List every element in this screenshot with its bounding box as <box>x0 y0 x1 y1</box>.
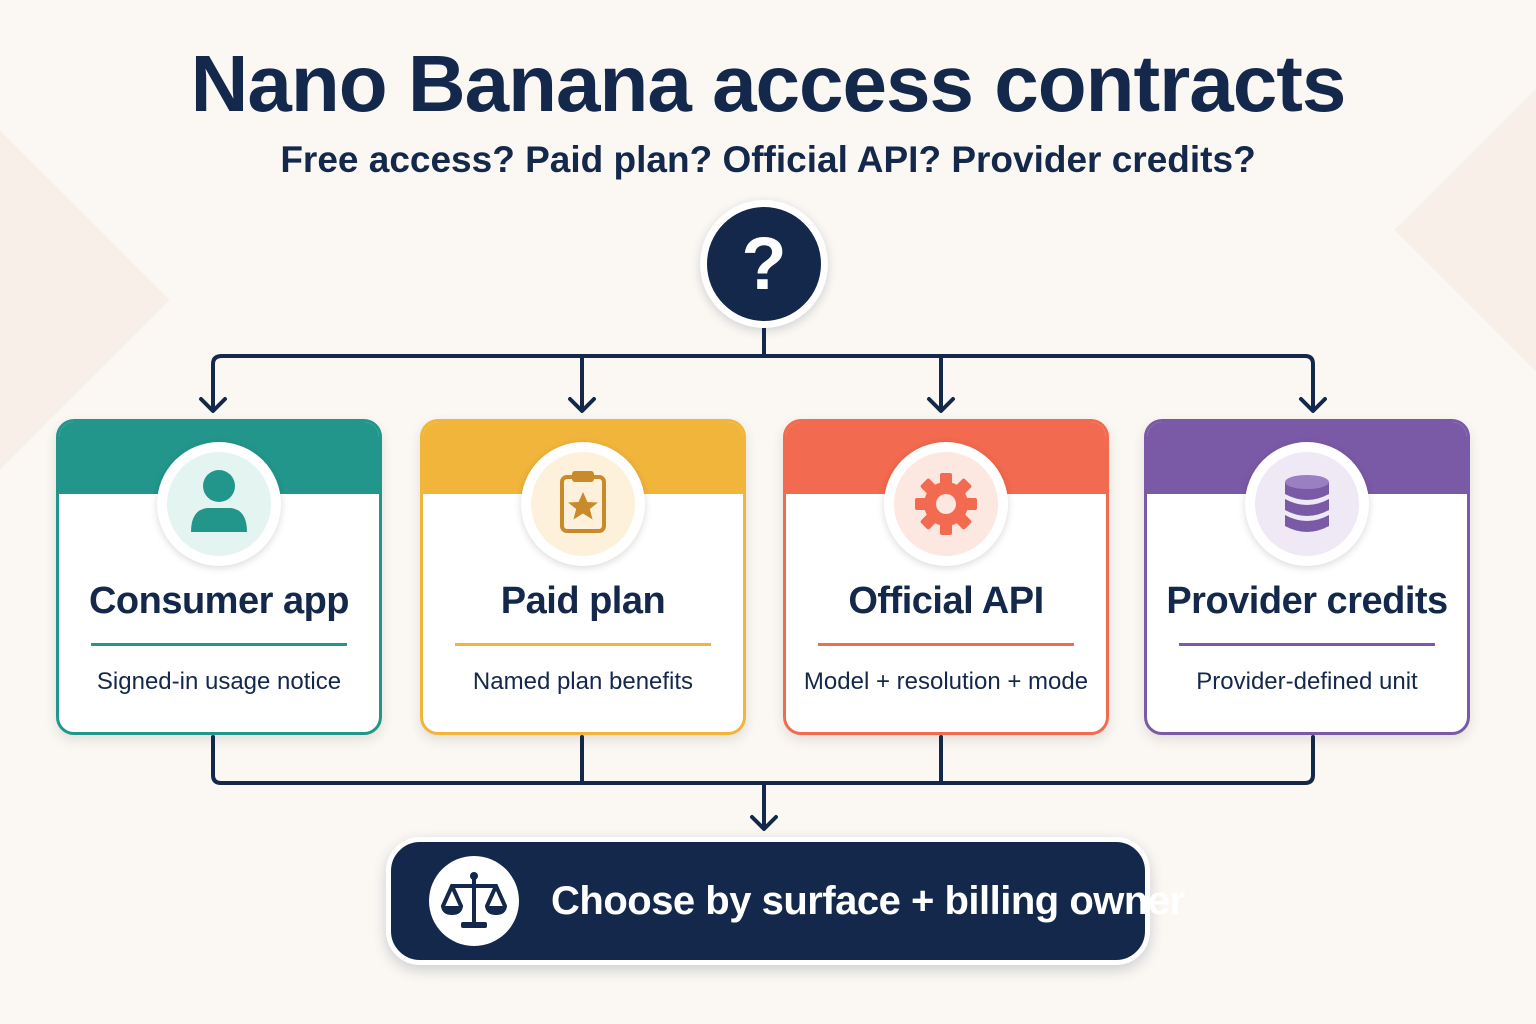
card-title: Official API <box>848 580 1044 622</box>
gear-icon <box>915 473 977 535</box>
result-icon-badge <box>429 856 519 946</box>
card-title: Consumer app <box>88 580 350 622</box>
top-connector-bus <box>211 354 1315 412</box>
database-icon <box>1285 475 1329 532</box>
card-icon-badge <box>521 442 645 566</box>
card-official-api[interactable]: Official API Model + resolution + mode <box>783 419 1109 735</box>
user-icon <box>191 470 247 532</box>
card-icon-badge <box>1245 442 1369 566</box>
card-description: Named plan benefits <box>472 668 694 695</box>
result-banner[interactable]: Choose by surface + billing owner <box>386 837 1185 965</box>
card-description: Model + resolution + mode <box>803 668 1089 695</box>
card-divider <box>91 643 347 646</box>
card-divider <box>455 643 711 646</box>
card-title: Provider credits <box>1166 580 1448 622</box>
page-subtitle: Free access? Paid plan? Official API? Pr… <box>280 139 1256 180</box>
arrow-to-paid-plan <box>568 397 596 413</box>
bottom-connector-bus <box>211 735 1315 785</box>
card-description: Provider-defined unit <box>1196 668 1418 695</box>
card-icon-badge <box>884 442 1008 566</box>
clipboard-star-icon <box>560 471 606 533</box>
card-paid-plan[interactable]: Paid plan Named plan benefits <box>420 419 746 735</box>
question-mark-icon: ? <box>707 207 821 321</box>
card-divider <box>1179 643 1435 646</box>
arrow-to-provider-credits <box>1299 397 1327 413</box>
decision-question-node: ? <box>700 200 828 328</box>
arrow-to-official-api <box>927 397 955 413</box>
arrow-to-consumer-app <box>199 397 227 413</box>
page-title: Nano Banana access contracts <box>190 39 1347 128</box>
scales-icon <box>441 872 507 928</box>
card-consumer-app[interactable]: Consumer app Signed-in usage notice <box>56 419 382 735</box>
card-title: Paid plan <box>500 580 666 622</box>
card-divider <box>818 643 1074 646</box>
card-icon-badge <box>157 442 281 566</box>
card-provider-credits[interactable]: Provider credits Provider-defined unit <box>1144 419 1470 735</box>
card-description: Signed-in usage notice <box>96 668 342 695</box>
result-label: Choose by surface + billing owner <box>551 879 1185 923</box>
arrow-to-result <box>750 815 778 831</box>
